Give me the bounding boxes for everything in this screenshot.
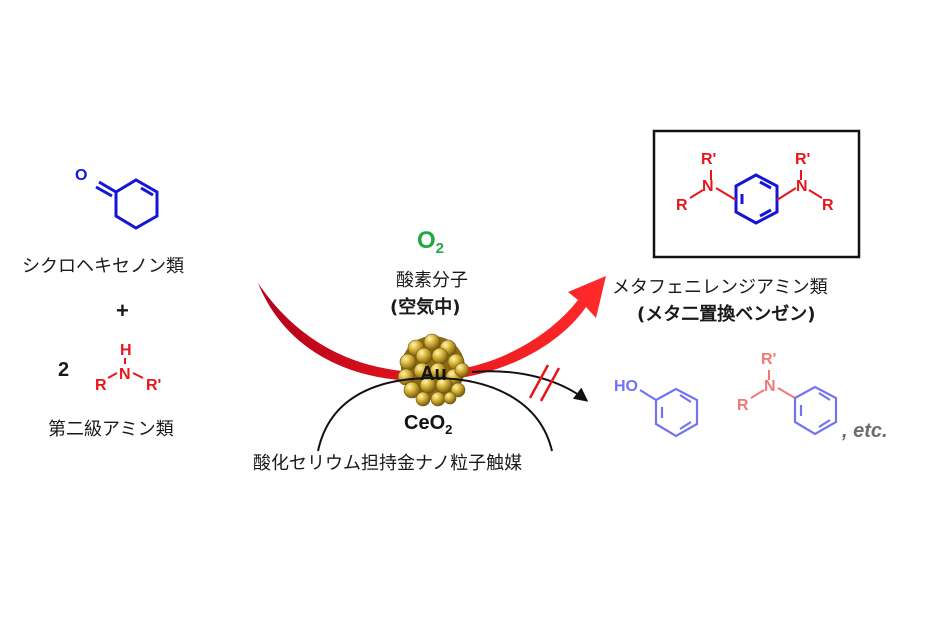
- byproduct-amine-bonds: [750, 370, 796, 399]
- blocked-mark: [528, 364, 561, 402]
- oxidant-note: (空気中): [390, 296, 460, 318]
- catalyst-name: 酸化セリウム担持金ナノ粒子触媒: [253, 453, 522, 474]
- catalyst-metal-label: Au: [420, 363, 447, 385]
- amine-Rprime-label: R': [146, 377, 161, 394]
- byproduct-amine-Rprime: R': [761, 351, 776, 368]
- byproduct-benzene: [793, 385, 838, 436]
- oxidant-formula: O2: [417, 227, 444, 257]
- amine-N-label: N: [119, 366, 131, 383]
- side-reaction-arrow: [471, 370, 589, 402]
- reactant2-label: 第二級アミン類: [48, 419, 174, 440]
- product-alt-name: (メタ二置換ベンゼン): [637, 303, 815, 325]
- product-R-right: R: [822, 197, 834, 214]
- oxygen-label: O: [75, 167, 87, 184]
- product-N-left: N: [702, 178, 714, 195]
- catalyst-support-formula: CeO2: [404, 412, 452, 437]
- phenol-HO-label: HO: [614, 378, 638, 395]
- amine-H-label: H: [120, 342, 132, 359]
- byproduct-amine-N: N: [764, 378, 776, 395]
- product-N-right: N: [796, 178, 808, 195]
- product-R-left: R: [676, 197, 688, 214]
- reactant1-label: シクロヘキセノン類: [22, 256, 184, 277]
- amine-bonds: [107, 372, 144, 379]
- red-reaction-arrow: [258, 276, 606, 382]
- oxidant-name: 酸素分子: [396, 270, 468, 291]
- product-ring: [734, 173, 779, 225]
- product-name: メタフェニレンジアミン類: [612, 277, 828, 298]
- phenol-structure: [639, 387, 699, 438]
- cyclohexenone-structure: [95, 178, 159, 230]
- amine-R-label: R: [95, 377, 107, 394]
- byproduct-amine-R: R: [737, 397, 749, 414]
- gold-nanoparticle: [397, 333, 470, 407]
- support-arc: [317, 376, 553, 452]
- product-Rprime-right: R': [795, 151, 810, 168]
- plus-sign: +: [116, 298, 129, 323]
- product-box: [652, 129, 861, 259]
- product-NR-bonds: [689, 170, 823, 201]
- product-Rprime-left: R': [701, 151, 716, 168]
- amine-coefficient: 2: [58, 359, 69, 381]
- etc-label: , etc.: [841, 420, 888, 442]
